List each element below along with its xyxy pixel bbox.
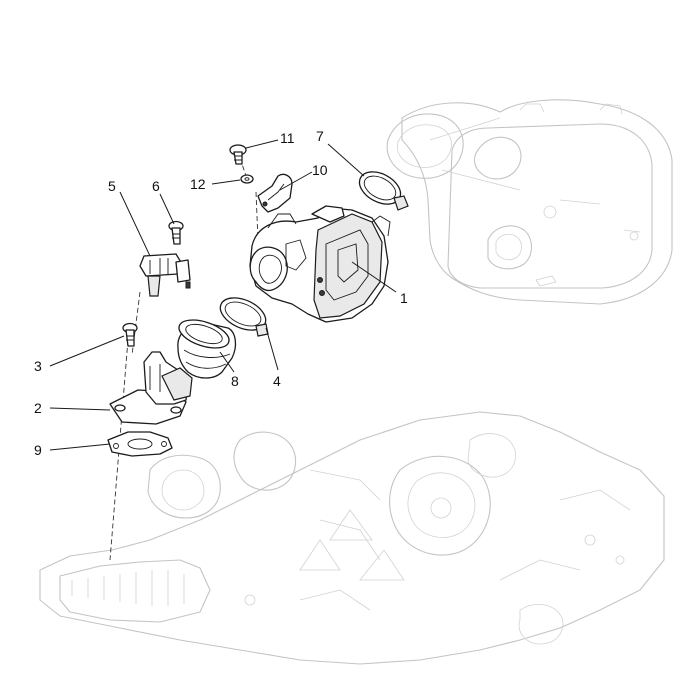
hose-clamp-lower — [219, 297, 269, 337]
callout-4: 4 — [273, 373, 281, 389]
callout-7: 7 — [316, 128, 324, 144]
callout-12: 12 — [190, 176, 206, 192]
engine-crankcase-outline — [39, 411, 665, 665]
leader-line-5 — [119, 191, 151, 257]
throttle-body — [249, 205, 391, 323]
fuel-injector — [139, 253, 191, 297]
leader-line-3 — [49, 335, 125, 367]
leader-lines — [49, 139, 397, 451]
leader-line-9 — [49, 443, 111, 451]
injector-screw — [168, 220, 184, 245]
leader-line-6 — [159, 193, 175, 225]
leader-line-10 — [279, 171, 313, 191]
leader-line-4 — [265, 327, 279, 371]
support-bracket — [257, 173, 293, 213]
leader-line-7 — [327, 143, 365, 177]
callout-6: 6 — [152, 178, 160, 194]
intake-rubber-sleeve — [177, 319, 237, 379]
air-filter-housing-outline — [386, 99, 673, 305]
leader-line-11 — [245, 139, 279, 149]
bracket-washer — [240, 174, 254, 184]
callout-1: 1 — [400, 290, 408, 306]
callout-8: 8 — [231, 373, 239, 389]
leader-line-12 — [211, 179, 241, 185]
callout-3: 3 — [34, 358, 42, 374]
callout-11: 11 — [280, 130, 295, 146]
callout-9: 9 — [34, 442, 42, 458]
bracket-screw — [229, 144, 247, 165]
manifold-screw — [122, 322, 138, 347]
leader-line-2 — [49, 407, 111, 411]
hose-clamp-upper — [358, 171, 409, 211]
leader-line-8 — [219, 351, 235, 373]
manifold-gasket — [107, 431, 173, 457]
callout-5: 5 — [108, 178, 116, 194]
leader-line-1 — [351, 261, 397, 293]
intake-manifold — [109, 351, 193, 425]
callout-labels: 1 2 3 4 5 6 7 8 9 10 11 12 — [34, 128, 408, 458]
callout-2: 2 — [34, 400, 42, 416]
callout-10: 10 — [312, 162, 328, 178]
